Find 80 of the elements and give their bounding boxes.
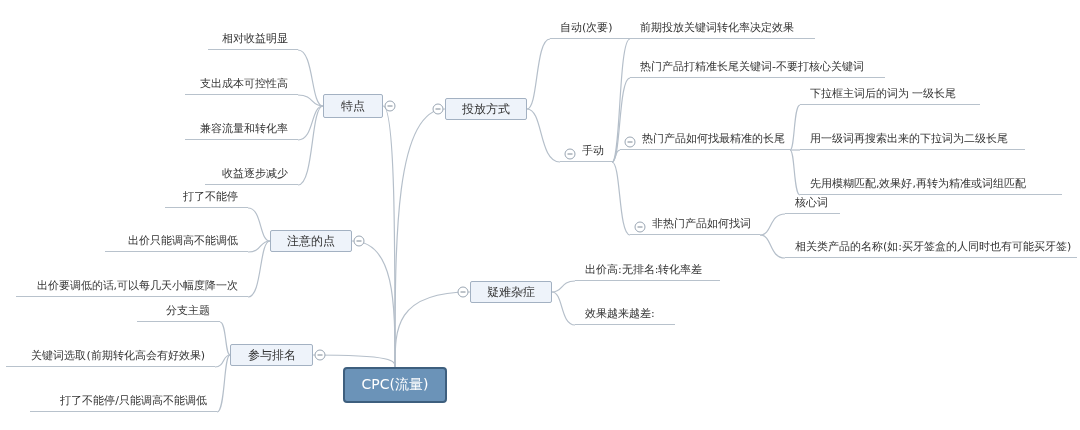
topic-label: 先用模糊匹配,效果好,再转为精准或词组匹配	[810, 176, 1026, 192]
topic-line	[800, 87, 980, 105]
topic-line	[137, 304, 220, 322]
connector-line	[789, 149, 801, 196]
topic-label: 用一级词再搜索出来的下拉词为二级长尾	[810, 131, 1008, 147]
connector-line	[219, 321, 231, 356]
topic-label: 打了不能停	[183, 189, 238, 205]
topic-label: 关键词选取(前期转化高会有好效果)	[31, 348, 205, 364]
topic-label: 下拉框主词后的词为 一级长尾	[810, 86, 957, 102]
central-topic-box	[343, 367, 447, 403]
connector-line	[394, 291, 471, 368]
topic-line	[800, 132, 1025, 150]
topic-label: 投放方式	[462, 100, 510, 118]
topic-line	[185, 77, 298, 95]
connector-line	[297, 49, 324, 107]
connector-line	[789, 149, 801, 151]
topic-label: 出价要调低的话,可以每几天小幅度降一次	[36, 278, 238, 294]
topic-label: 疑难杂症	[487, 283, 535, 301]
topic-line	[30, 394, 217, 412]
connector-line	[789, 104, 801, 151]
topic-label: 相对收益明显	[222, 31, 288, 47]
topic-line	[630, 60, 885, 78]
connector-line	[759, 234, 786, 259]
topic-line	[550, 21, 630, 39]
topic-label: 热门产品如何找最精准的长尾	[642, 131, 785, 147]
connector-line	[611, 38, 631, 163]
topic-line	[16, 279, 248, 297]
topic-label: 前期投放关键词转化率决定效果	[640, 20, 794, 36]
topic-box	[445, 98, 527, 120]
topic-box	[323, 94, 383, 118]
topic-line	[208, 32, 298, 50]
topic-box	[230, 344, 313, 366]
topic-label: 手动	[582, 143, 604, 159]
topic-line	[205, 167, 298, 185]
topic-line	[785, 240, 1077, 258]
connector-line	[759, 213, 786, 236]
connector-line	[247, 240, 271, 298]
topic-label: 热门产品打精准长尾关键词-不要打核心关键词	[640, 59, 864, 75]
topic-box	[270, 230, 352, 252]
topic-label: 效果越来越差:	[585, 306, 655, 322]
topic-label: 出价高:无排名:转化率差	[585, 262, 703, 278]
topic-label: 打了不能停/只能调高不能调低	[60, 393, 207, 409]
topic-label: 特点	[341, 97, 365, 115]
topic-line	[105, 234, 248, 252]
connector-line	[526, 38, 551, 110]
connector-line	[526, 108, 561, 163]
connector-line	[297, 105, 324, 186]
topic-label: CPC(流量)	[361, 376, 429, 394]
topic-label: 分支主题	[166, 303, 210, 319]
topic-line	[785, 196, 840, 214]
connector-line	[297, 94, 324, 107]
topic-line	[630, 21, 815, 39]
topic-line	[165, 190, 248, 208]
connector-line	[611, 149, 621, 163]
topic-label: 收益逐步减少	[222, 166, 288, 182]
topic-label: 相关类产品的名称(如:买牙签盒的人同时也有可能买牙签)	[795, 239, 1072, 255]
connector-line	[551, 280, 576, 293]
topic-label: 注意的点	[287, 232, 335, 250]
topic-box	[470, 281, 552, 303]
topic-label: 核心词	[795, 195, 828, 211]
connector-line	[216, 354, 231, 413]
topic-line	[185, 122, 298, 140]
topic-label: 兼容流量和转化率	[200, 121, 288, 137]
topic-label: 自动(次要)	[560, 20, 613, 36]
topic-label: 参与排名	[247, 346, 296, 364]
connector-line	[214, 354, 231, 368]
connector-line	[611, 161, 631, 236]
connector-line	[551, 291, 576, 326]
topic-label: 出价只能调高不能调低	[128, 233, 238, 249]
topic-label: 支出成本可控性高	[200, 76, 288, 92]
topic-line	[630, 217, 760, 235]
connector-line	[247, 207, 271, 242]
topic-line	[6, 349, 215, 367]
topic-label: 非热门产品如何找词	[652, 216, 751, 232]
topic-line	[620, 132, 790, 150]
connector-line	[297, 105, 324, 141]
topic-line	[575, 307, 675, 325]
topic-line	[800, 177, 1062, 195]
topic-line	[575, 263, 720, 281]
topic-line	[560, 144, 612, 162]
